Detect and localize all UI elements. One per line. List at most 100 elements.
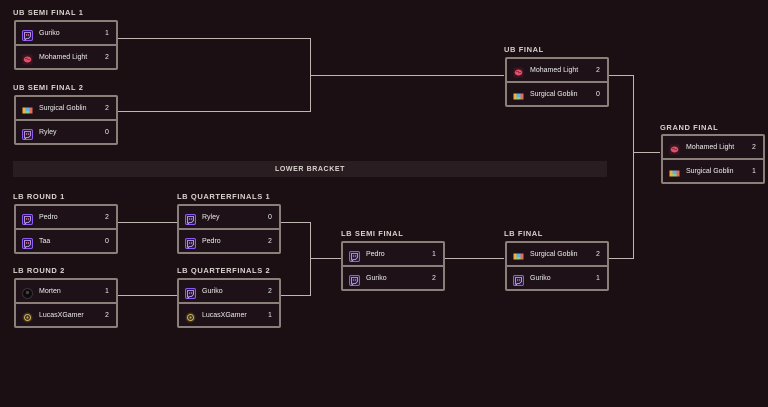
- player-name: LucasXGamer: [202, 311, 247, 319]
- ub-semi-final-1-title: UB SEMI FINAL 1: [13, 8, 84, 17]
- player-row[interactable]: Taa 0: [16, 228, 116, 252]
- player-score: 2: [268, 287, 272, 295]
- twitch-purple-icon: [349, 273, 360, 286]
- player-score: 2: [752, 143, 756, 151]
- connector-line: [310, 222, 311, 296]
- twitch-purple-icon: [22, 212, 33, 225]
- goblin-multicolor-icon: [669, 166, 680, 177]
- connector-line: [310, 258, 341, 259]
- ub-final-title: UB FINAL: [504, 45, 544, 54]
- player-name: Pedro: [202, 237, 221, 245]
- lb-quarterfinals-2-title: LB QUARTERFINALS 2: [177, 266, 271, 275]
- player-row[interactable]: LucasXGamer 1: [179, 302, 279, 326]
- player-name: Ryley: [202, 213, 220, 221]
- gold-emblem-icon: [185, 310, 196, 322]
- dark-avatar-icon: [22, 286, 33, 299]
- player-row[interactable]: Surgical Goblin 2: [16, 97, 116, 119]
- player-name: Taa: [39, 237, 51, 245]
- lb-final-title: LB FINAL: [504, 229, 543, 238]
- player-row[interactable]: Mohamed Light 2: [507, 59, 607, 81]
- brain-red-icon: [513, 65, 524, 77]
- lb-round-1-title: LB ROUND 1: [13, 192, 65, 201]
- twitch-purple-icon: [185, 286, 196, 299]
- player-name: Mohamed Light: [686, 143, 735, 151]
- player-score: 2: [596, 66, 600, 74]
- player-name: Guriko: [39, 29, 60, 37]
- lb-quarterfinals-1-title: LB QUARTERFINALS 1: [177, 192, 271, 201]
- connector-line: [116, 111, 310, 112]
- player-score: 1: [268, 311, 272, 319]
- player-name: Pedro: [39, 213, 58, 221]
- player-row[interactable]: Mohamed Light 2: [16, 44, 116, 68]
- player-row[interactable]: Pedro 2: [179, 228, 279, 252]
- player-name: Guriko: [366, 274, 387, 282]
- player-row[interactable]: Pedro 1: [343, 243, 443, 265]
- twitch-purple-icon: [22, 127, 33, 140]
- player-row[interactable]: Ryley 0: [179, 206, 279, 228]
- player-score: 2: [596, 250, 600, 258]
- player-score: 2: [268, 237, 272, 245]
- lower-bracket-banner: LOWER BRACKET: [13, 161, 607, 177]
- ub-semi-final-2-title: UB SEMI FINAL 2: [13, 83, 84, 92]
- player-score: 1: [752, 167, 756, 175]
- player-name: LucasXGamer: [39, 311, 84, 319]
- twitch-purple-icon: [22, 28, 33, 41]
- player-name: Morten: [39, 287, 61, 295]
- connector-line: [607, 258, 633, 259]
- player-row[interactable]: Surgical Goblin 2: [507, 243, 607, 265]
- player-score: 0: [268, 213, 272, 221]
- player-name: Mohamed Light: [530, 66, 579, 74]
- connector-line: [607, 75, 633, 76]
- player-score: 2: [105, 53, 109, 61]
- player-score: 0: [596, 90, 600, 98]
- twitch-purple-icon: [513, 273, 524, 286]
- connector-line: [116, 222, 177, 223]
- player-score: 2: [105, 104, 109, 112]
- player-score: 0: [105, 128, 109, 136]
- grand-final-title: GRAND FINAL: [660, 123, 719, 132]
- player-name: Surgical Goblin: [39, 104, 87, 112]
- lb-semi-final-title: LB SEMI FINAL: [341, 229, 404, 238]
- twitch-purple-icon: [349, 249, 360, 262]
- gold-emblem-icon: [22, 310, 33, 322]
- player-score: 1: [432, 250, 436, 258]
- lb-round-2-title: LB ROUND 2: [13, 266, 65, 275]
- twitch-purple-icon: [185, 212, 196, 225]
- brain-red-icon: [669, 142, 680, 154]
- player-row[interactable]: Mohamed Light 2: [663, 136, 763, 158]
- player-score: 1: [105, 287, 109, 295]
- player-row[interactable]: Guriko 2: [179, 280, 279, 302]
- brain-red-icon: [22, 52, 33, 64]
- connector-line: [633, 75, 634, 259]
- goblin-multicolor-icon: [513, 249, 524, 260]
- player-score: 0: [105, 237, 109, 245]
- connector-line: [116, 38, 310, 39]
- twitch-purple-icon: [22, 236, 33, 249]
- player-score: 1: [596, 274, 600, 282]
- connector-line: [279, 222, 310, 223]
- player-name: Surgical Goblin: [530, 250, 578, 258]
- player-name: Mohamed Light: [39, 53, 88, 61]
- player-name: Pedro: [366, 250, 385, 258]
- player-name: Guriko: [202, 287, 223, 295]
- player-row[interactable]: Morten 1: [16, 280, 116, 302]
- goblin-multicolor-icon: [22, 103, 33, 114]
